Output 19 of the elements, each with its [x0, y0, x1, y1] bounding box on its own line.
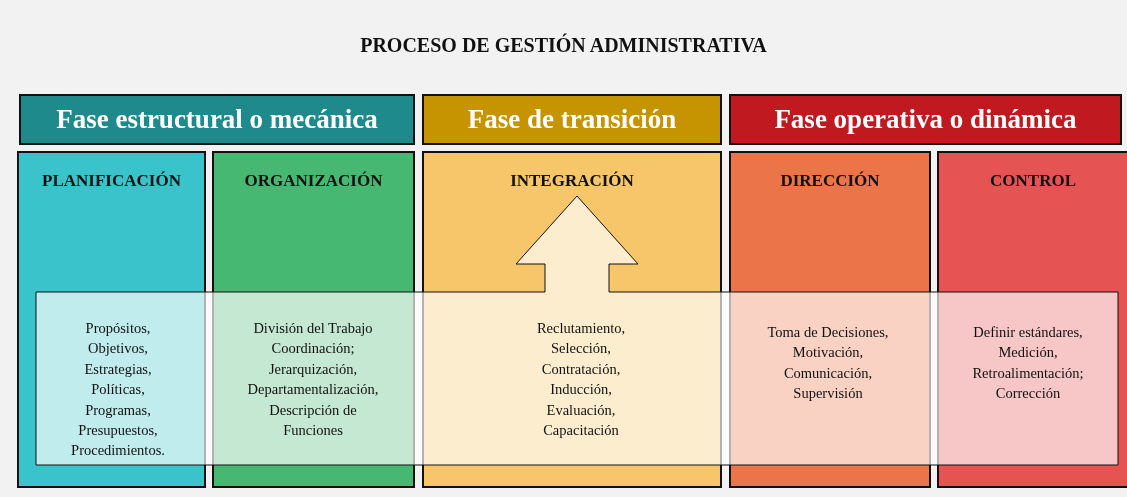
stage-heading: DIRECCIÓN: [779, 171, 881, 191]
phase-banner: Fase operativa o dinámica: [729, 94, 1122, 145]
stage-heading: PLANIFICACIÓN: [41, 171, 182, 191]
stage-column: [212, 151, 415, 488]
stage-column: [422, 151, 722, 488]
phase-banner: Fase de transición: [422, 94, 722, 145]
diagram-title: PROCESO DE GESTIÓN ADMINISTRATIVA: [359, 34, 768, 57]
stage-column: [937, 151, 1127, 488]
stage-heading: CONTROL: [989, 171, 1077, 191]
activity-list: Reclutamiento, Selección, Contratación, Inducción, Evaluación, Capacitación: [523, 318, 639, 441]
stage-column: [729, 151, 931, 488]
stage-column: [17, 151, 206, 488]
activity-list: División del Trabajo Coordinación; Jerarquización, Departamentalización, Descripción de Funciones: [238, 318, 388, 441]
activity-list: Propósitos, Objetivos, Estrategias, Políticas, Programas, Presupuestos, Procedimientos.: [58, 318, 178, 461]
stage-heading: INTEGRACIÓN: [509, 171, 635, 191]
activity-list: Definir estándares, Medición, Retroalimentación; Corrección: [960, 322, 1096, 404]
phase-banner: Fase estructural o mecánica: [19, 94, 415, 145]
stage-heading: ORGANIZACIÓN: [243, 171, 384, 191]
activity-list: Toma de Decisiones, Motivación, Comunicación, Supervisión: [755, 322, 901, 404]
